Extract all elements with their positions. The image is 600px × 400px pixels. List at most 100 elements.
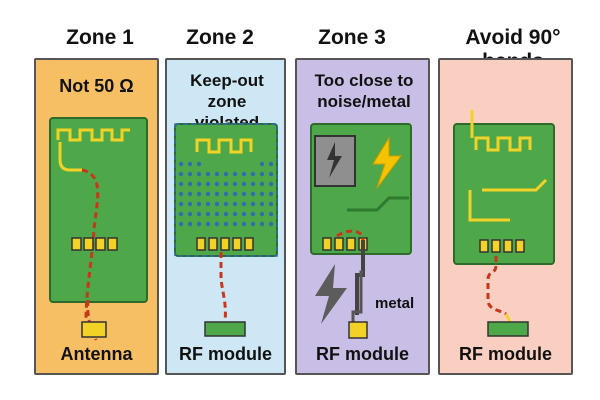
zone-2-title: Zone 2 xyxy=(186,26,254,49)
via-dot xyxy=(196,221,202,227)
via-dot xyxy=(250,191,256,197)
zone-2-panel: Keep-out zone violated RF module xyxy=(165,58,286,375)
rf-trace xyxy=(336,229,365,241)
cable-to-pad xyxy=(351,270,363,322)
via-dot xyxy=(196,201,202,207)
via-dot xyxy=(178,161,184,167)
zone-2-diagram xyxy=(174,123,278,337)
pcb-trace xyxy=(482,178,548,192)
via-dot xyxy=(205,181,211,187)
small-lightning-icon xyxy=(327,142,342,178)
zone-4-bottom-label: RF module xyxy=(459,344,552,364)
via-dot xyxy=(214,211,220,217)
via-dot xyxy=(214,191,220,197)
via-dot xyxy=(259,181,265,187)
via-dot xyxy=(268,201,274,207)
rf-trace xyxy=(81,168,100,321)
zone-3-bottom-label: RF module xyxy=(316,344,409,364)
via-dot xyxy=(259,201,265,207)
zone-4-panel: RF module xyxy=(438,58,573,375)
via-dot xyxy=(187,221,193,227)
via-dot xyxy=(259,191,265,197)
via-dot xyxy=(187,191,193,197)
zone-3-title: Zone 3 xyxy=(318,26,386,49)
via-dot xyxy=(232,191,238,197)
via-dot xyxy=(268,191,274,197)
via-dot xyxy=(223,181,229,187)
via-dot xyxy=(268,211,274,217)
metal-label: metal xyxy=(375,295,415,312)
via-dot xyxy=(205,201,211,207)
via-dot xyxy=(178,221,184,227)
via-dot xyxy=(250,201,256,207)
via-dot xyxy=(241,181,247,187)
via-dot xyxy=(268,181,274,187)
via-dot xyxy=(241,221,247,227)
cable xyxy=(355,240,365,315)
via-dot xyxy=(232,171,238,177)
keep-out-zone xyxy=(174,123,278,257)
pcb-board xyxy=(453,123,555,265)
via-dot xyxy=(178,191,184,197)
zone-3-issue-label: Too close to noise/metal xyxy=(314,71,414,111)
via-dot xyxy=(232,181,238,187)
zone-3-diagram xyxy=(310,123,412,339)
via-dot xyxy=(250,181,256,187)
via-dot xyxy=(214,201,220,207)
via-dot xyxy=(187,211,193,217)
via-dot xyxy=(223,221,229,227)
via-dot xyxy=(196,161,202,167)
rf-trace xyxy=(486,256,507,316)
zone-3-panel: Too close to noise/metal metal RF module xyxy=(295,58,430,375)
via-dot xyxy=(196,191,202,197)
via-dot xyxy=(178,201,184,207)
rf-module-pad xyxy=(348,321,368,339)
rf-module-header xyxy=(204,321,246,337)
module-pads xyxy=(71,237,118,251)
via-dot xyxy=(259,221,265,227)
pcb-trace xyxy=(347,196,409,212)
meander-antenna xyxy=(56,128,130,142)
pcb-board xyxy=(49,117,148,303)
via-dot xyxy=(196,181,202,187)
via-dot xyxy=(259,171,265,177)
zone-1-panel: Not 50 Ω Antenna xyxy=(34,58,159,375)
via-dot xyxy=(259,161,265,167)
via-dot xyxy=(214,221,220,227)
via-dot xyxy=(178,211,184,217)
via-dot xyxy=(187,181,193,187)
via-dot xyxy=(250,221,256,227)
via-dot xyxy=(250,171,256,177)
via-dot xyxy=(241,201,247,207)
lightning-icon xyxy=(372,136,402,189)
zone-4-diagram xyxy=(453,110,555,337)
pcb-board xyxy=(174,123,278,257)
via-dot xyxy=(250,211,256,217)
via-dot xyxy=(268,161,274,167)
meander-antenna xyxy=(474,136,532,152)
rf-trace-end xyxy=(504,313,512,323)
antenna-feed-trace xyxy=(58,142,82,172)
zone-1-issue-label: Not 50 Ω xyxy=(59,76,134,96)
via-dot xyxy=(187,171,193,177)
via-dot xyxy=(241,191,247,197)
via-dot xyxy=(241,171,247,177)
via-dot xyxy=(232,221,238,227)
zone-1-title: Zone 1 xyxy=(66,26,134,49)
via-dot xyxy=(223,201,229,207)
zone-1-diagram xyxy=(49,117,148,341)
rf-trace xyxy=(219,252,227,323)
module-pads xyxy=(196,237,254,251)
via-dot xyxy=(205,211,211,217)
via-dot xyxy=(223,191,229,197)
via-dot xyxy=(196,171,202,177)
via-dot xyxy=(232,211,238,217)
zone-1-bottom-label: Antenna xyxy=(60,344,133,364)
via-dot xyxy=(196,211,202,217)
via-dot xyxy=(178,181,184,187)
via-dot xyxy=(232,201,238,207)
antenna-pad xyxy=(81,321,107,338)
via-dot xyxy=(223,211,229,217)
pcb-trace-2 xyxy=(468,190,510,222)
module-pads xyxy=(479,239,525,253)
